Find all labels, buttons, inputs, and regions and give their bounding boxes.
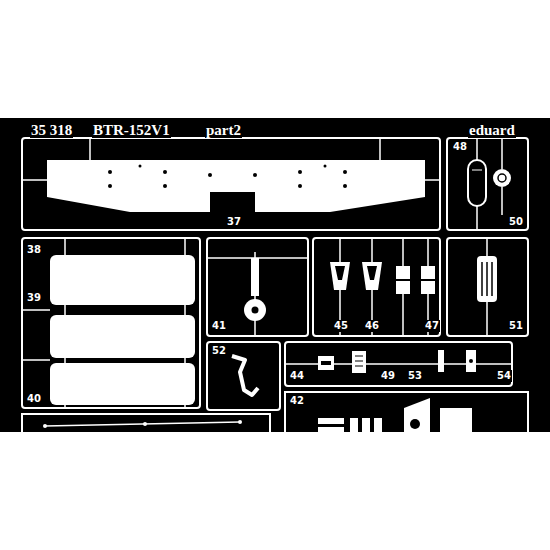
callout-number: 53	[407, 370, 423, 382]
part-number: part2	[205, 122, 242, 138]
callout-number: 52	[211, 345, 227, 357]
model-name: BTR-152V1	[92, 122, 171, 138]
callout-number: 40	[26, 393, 42, 405]
callout-number: 41	[211, 320, 227, 332]
callout-number: 45	[333, 320, 349, 332]
callout-number: 51	[508, 320, 524, 332]
callout-number: 44	[289, 370, 305, 382]
callout-number: 39	[26, 292, 42, 304]
callout-number: 38	[26, 244, 42, 256]
callout-number: 50	[508, 216, 524, 228]
callout-number: 49	[380, 370, 396, 382]
callout-number: 48	[452, 141, 468, 153]
fret-code: 35 318	[30, 122, 73, 138]
callout-number: 37	[226, 216, 242, 228]
callout-number: 46	[364, 320, 380, 332]
callout-number: 42	[289, 395, 305, 407]
callout-number: 54	[496, 370, 512, 382]
maker-name: eduard	[468, 122, 516, 138]
callout-number: 47	[424, 320, 440, 332]
